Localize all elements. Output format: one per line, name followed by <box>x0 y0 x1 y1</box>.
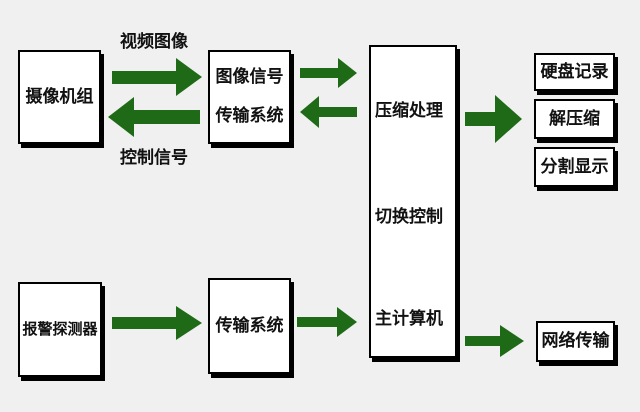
arrow-from-host-top <box>300 96 357 128</box>
alarm-detector-label: 报警探测器 <box>22 320 98 338</box>
arrow-to-host-top <box>300 58 357 88</box>
transmission-system-label: 传输系统 <box>215 315 284 336</box>
control-signal-label: 控制信号 <box>120 148 188 168</box>
output-split-display-label: 分割显示 <box>540 156 609 177</box>
image-signal-line-2: 传输系统 <box>215 106 284 126</box>
host-line-switch-control: 切换控制 <box>375 207 443 227</box>
output-decompress-box: 解压缩 <box>534 99 615 139</box>
host-computer-box: 压缩处理 切换控制 主计算机 <box>369 45 457 358</box>
arrow-alarm-to-transmission <box>112 306 202 340</box>
network-transmission-label: 网络传输 <box>541 331 610 351</box>
network-transmission-box: 网络传输 <box>536 321 615 362</box>
arrow-transmission-to-host <box>297 307 357 337</box>
image-signal-transmission-box: 图像信号 传输系统 <box>208 50 291 144</box>
camera-group-box: 摄像机组 <box>18 50 101 144</box>
arrow-host-to-network <box>465 325 524 357</box>
host-line-compression: 压缩处理 <box>375 101 443 121</box>
output-split-display-box: 分割显示 <box>534 147 615 187</box>
transmission-system-box: 传输系统 <box>208 278 291 374</box>
output-decompress-label: 解压缩 <box>549 108 600 129</box>
output-hdd-record-label: 硬盘记录 <box>540 61 609 82</box>
arrow-control-signal <box>108 97 200 137</box>
host-line-main-computer: 主计算机 <box>375 309 443 329</box>
arrow-video-image <box>112 58 202 96</box>
camera-group-label: 摄像机组 <box>25 86 94 107</box>
alarm-detector-box: 报警探测器 <box>18 282 102 377</box>
arrow-host-to-outputs <box>465 95 522 143</box>
output-hdd-record-box: 硬盘记录 <box>534 53 615 91</box>
image-signal-line-1: 图像信号 <box>215 67 284 87</box>
video-image-label: 视频图像 <box>120 32 188 52</box>
